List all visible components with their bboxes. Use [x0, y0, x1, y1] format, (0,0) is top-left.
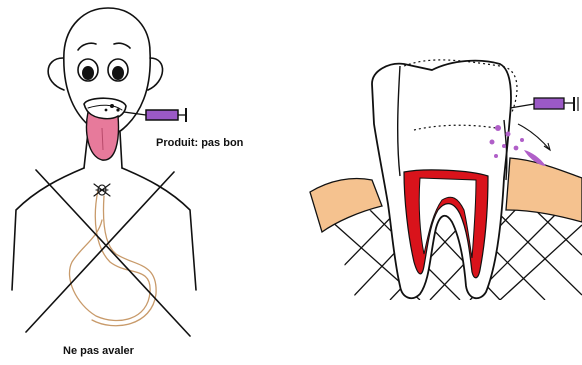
- left-eyebrow: [78, 43, 96, 50]
- throat-mark: [94, 184, 110, 196]
- digestive-tract: [69, 190, 150, 321]
- swallow-warning-label: Ne pas avaler: [63, 345, 134, 357]
- flow-arrow: [518, 124, 550, 150]
- patient-figure: [12, 8, 196, 326]
- tooth-icon: [372, 60, 517, 298]
- torso-outline: [12, 168, 196, 290]
- syringe-icon: [124, 108, 186, 122]
- right-eyebrow: [114, 43, 130, 48]
- syringe-icon-right: [510, 97, 578, 111]
- product-label: Produit: pas bon: [156, 137, 243, 149]
- left-ear: [48, 58, 64, 90]
